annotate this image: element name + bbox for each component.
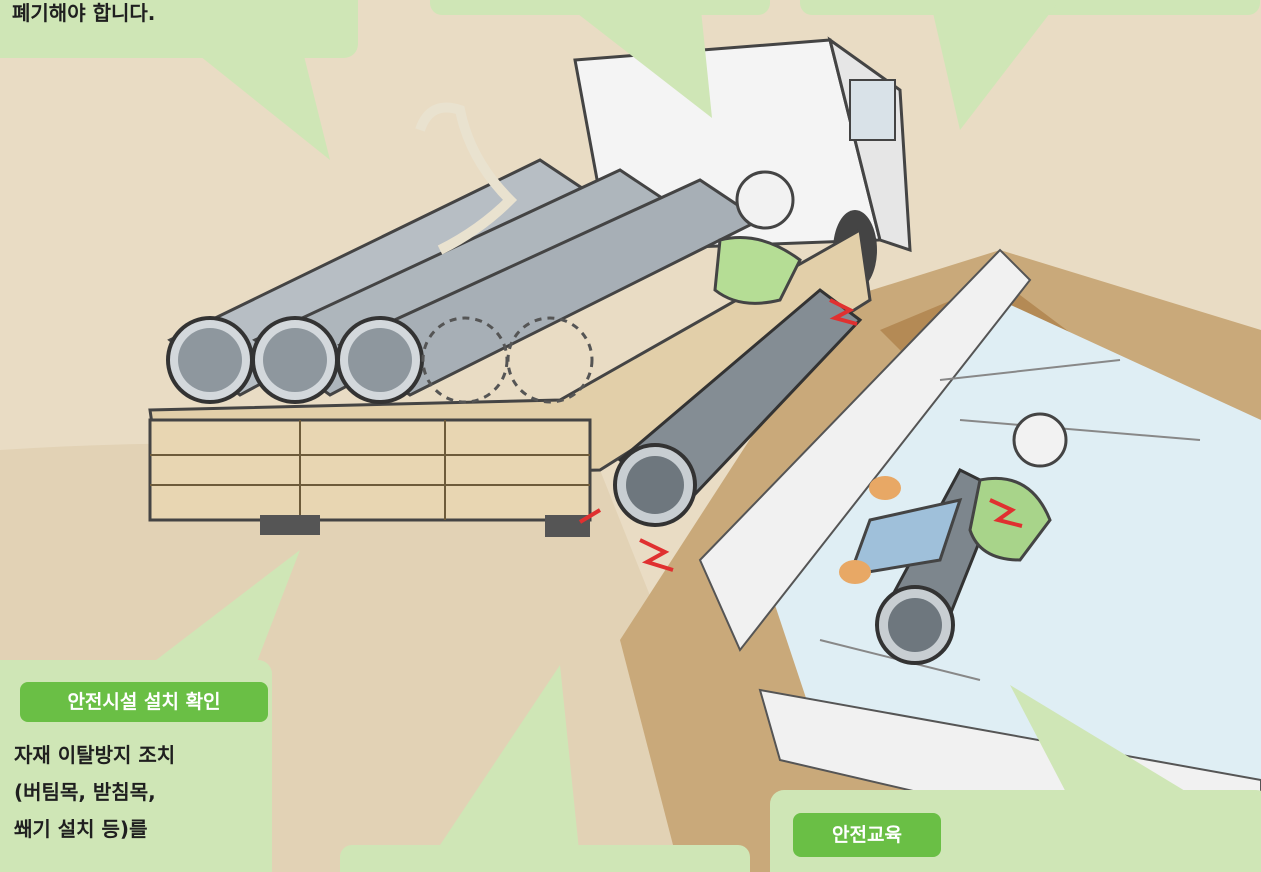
bottom-left-callout-line-3: 쐐기 설치 등)를 <box>14 817 148 841</box>
bottom-left-callout-heading: 안전시설 설치 확인 <box>20 682 268 722</box>
top-left-callout-text: 폐기해야 합니다. <box>12 0 155 26</box>
bottom-right-callout-heading: 안전교육 <box>793 813 941 857</box>
injury-mark-icon <box>578 298 1023 572</box>
pipe-stack-icon <box>166 102 1002 665</box>
bottom-left-callout-line-2: (버팀목, 받침목, <box>14 780 156 804</box>
bottom-left-callout-line-1: 자재 이탈방지 조치 <box>14 743 176 767</box>
top-left-callout-line-1: 폐기해야 합니다. <box>12 1 156 25</box>
bottom-left-callout-text: 자재 이탈방지 조치 (버팀목, 받침목, 쐐기 설치 등)를 <box>14 737 175 848</box>
bubble-bottom-center <box>340 665 750 872</box>
bubble-top-right <box>800 0 1260 130</box>
bubble-top-center <box>430 0 770 118</box>
truck-icon <box>148 36 912 537</box>
bubble-top-left <box>0 0 358 160</box>
worker-icon <box>713 170 1068 584</box>
